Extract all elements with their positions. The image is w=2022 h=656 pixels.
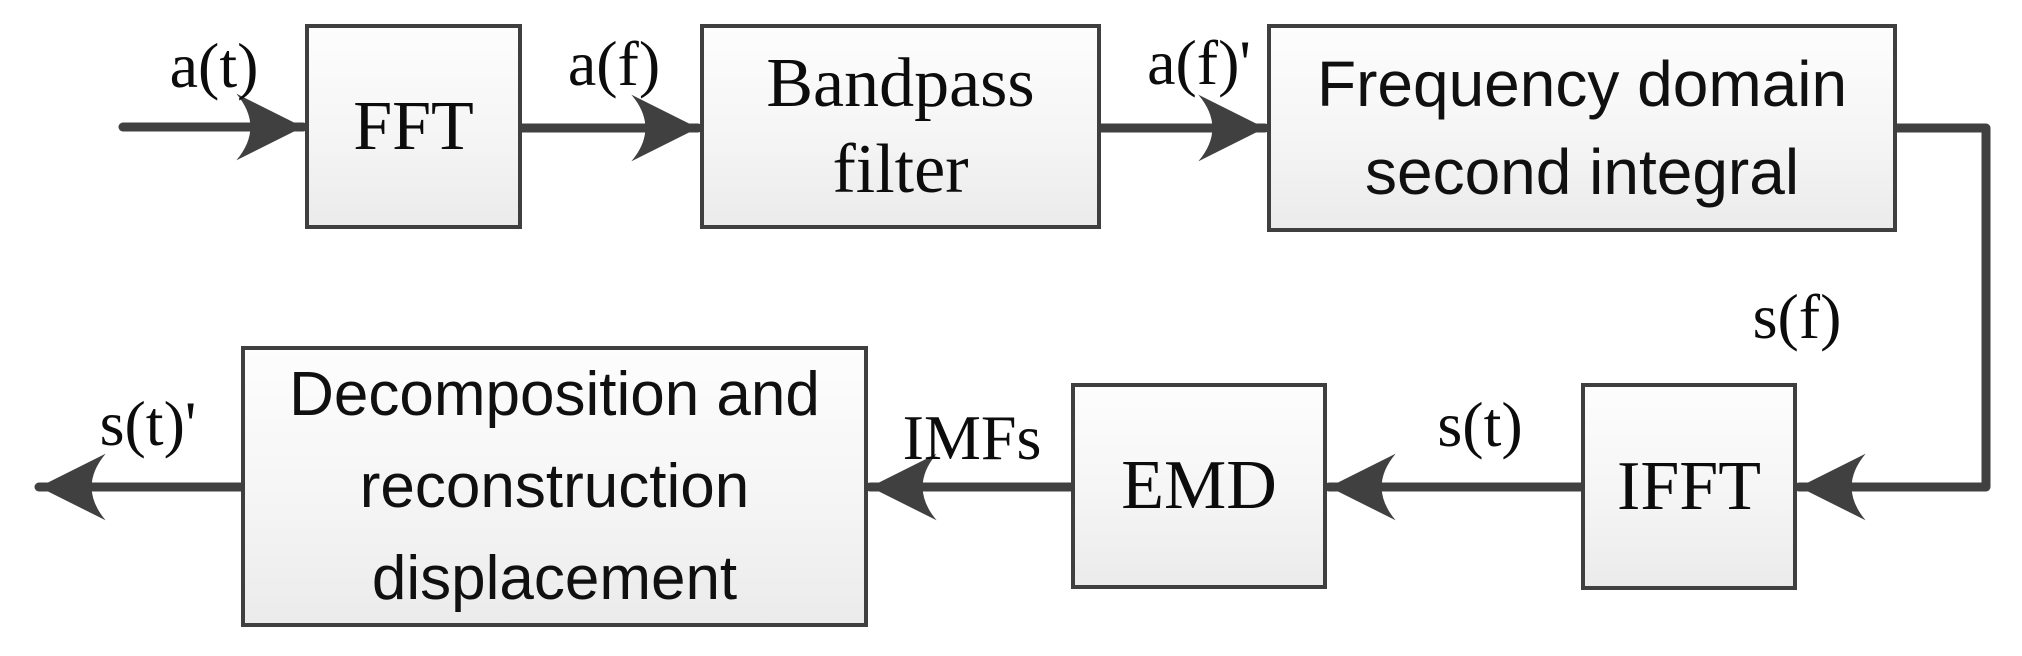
decomposition-line1: Decomposition and <box>289 359 820 429</box>
decomposition-box: Decomposition and reconstruction displac… <box>241 346 876 635</box>
decomposition-line2: reconstruction <box>359 451 750 521</box>
bandpass-filter-box: Bandpass filter <box>700 24 1109 237</box>
bandpass-filter-line1: Bandpass <box>766 44 1035 122</box>
ifft-box: IFFT <box>1581 383 1805 598</box>
label-s-f: s(f) <box>1752 281 1842 352</box>
label-imfs: IMFs <box>902 402 1042 473</box>
ifft-box-label: IFFT <box>1617 447 1761 525</box>
fft-box: FFT <box>305 24 530 237</box>
emd-box: EMD <box>1071 383 1335 597</box>
frequency-integral-line1: Frequency domain <box>1316 48 1848 120</box>
frequency-integral-line2: second integral <box>1364 136 1800 208</box>
label-s-t-prime: s(t)' <box>99 388 197 459</box>
decomposition-line3: displacement <box>371 543 738 613</box>
fft-box-label: FFT <box>353 87 474 165</box>
label-s-t: s(t) <box>1437 389 1523 460</box>
emd-box-label: EMD <box>1121 447 1277 524</box>
connector-integral-to-ifft <box>1794 123 1991 521</box>
label-a-t: a(t) <box>169 30 259 101</box>
label-a-f-prime: a(f)' <box>1147 27 1251 98</box>
label-a-f: a(f) <box>567 28 661 99</box>
bandpass-filter-line2: filter <box>832 130 969 208</box>
frequency-integral-box: Frequency domain second integral <box>1267 24 1905 240</box>
